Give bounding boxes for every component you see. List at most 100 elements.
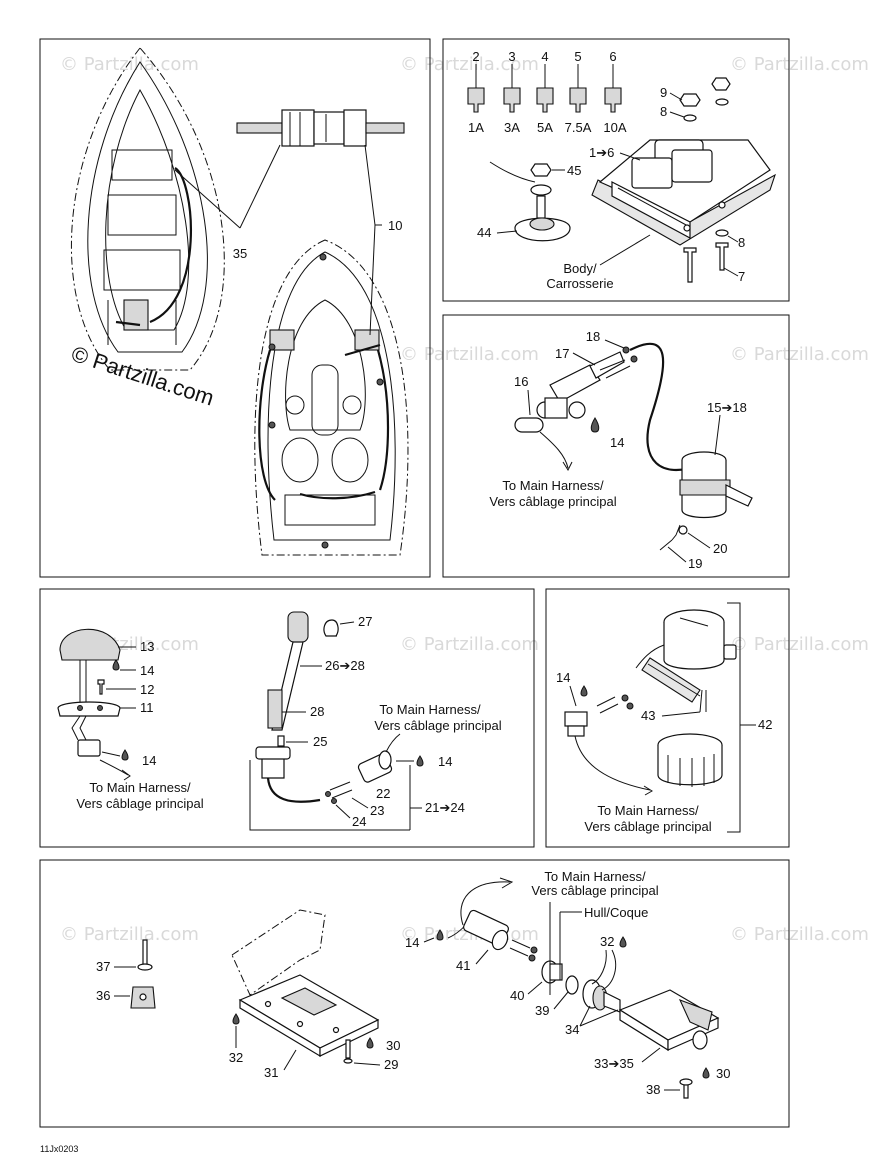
panel-bottom-frame [39, 859, 790, 1128]
callout-36: 36 [96, 988, 110, 1003]
callout-43: 43 [641, 708, 655, 723]
callout-14-c: 14 [438, 754, 452, 769]
harness-b-line2: Vers câblage principal [374, 718, 501, 733]
harness-label-line1: To Main Harness/ [544, 869, 646, 884]
callout-14: 14 [610, 435, 624, 450]
connector-16-17 [514, 342, 701, 472]
watermark-text: © Partzilla.com [730, 344, 869, 365]
hardware-right [679, 77, 731, 283]
fuse-row [467, 64, 622, 113]
callout-45: 45 [567, 163, 581, 178]
callout-31: 31 [264, 1065, 278, 1080]
callout-8b: 8 [738, 235, 745, 250]
pump-connector [564, 694, 653, 796]
callout-8: 8 [660, 104, 667, 119]
callout-14-a: 14 [140, 663, 154, 678]
panel-light: 13 14 12 11 14 To Main Harness/ Vers câb… [57, 611, 502, 831]
callout-26-28: 26➔28 [325, 658, 365, 673]
navigation-light [57, 628, 131, 781]
pole-light [249, 611, 422, 831]
callout-28: 28 [310, 704, 324, 719]
callout-22: 22 [376, 786, 390, 801]
callout-33-35: 33➔35 [594, 1056, 634, 1071]
callout-19: 19 [688, 556, 702, 571]
fuse-rating-7-5a: 7.5A [565, 120, 592, 135]
callout-20: 20 [713, 541, 727, 556]
fuse-rating-3a: 3A [504, 120, 520, 135]
watermark-text: © Partzilla.com [730, 54, 869, 75]
fuse-box [591, 139, 776, 246]
callout-17: 17 [555, 346, 569, 361]
harness-a-line2: Vers câblage principal [76, 796, 203, 811]
watermark-text: © Partzilla.com [400, 54, 539, 75]
callout-4: 4 [541, 49, 548, 64]
watermark-main: © Partzilla.com [68, 341, 217, 411]
panel-wiring-frame [39, 38, 431, 578]
bilge-pump [635, 609, 737, 787]
callout-40: 40 [510, 988, 524, 1003]
callout-35: 35 [233, 246, 247, 261]
harness-label-line2: Vers câblage principal [489, 494, 616, 509]
fuse-rating-10a: 10A [603, 120, 626, 135]
body-label-line1: Body/ [563, 261, 597, 276]
fuse-rating-1a: 1A [468, 120, 484, 135]
clip-assembly [130, 939, 156, 1009]
callout-9: 9 [660, 85, 667, 100]
callout-39: 39 [535, 1003, 549, 1018]
callout-37: 37 [96, 959, 110, 974]
panel-sensor-frame [442, 314, 790, 578]
harness-label-line2: Vers câblage principal [531, 883, 658, 898]
harness-a-line1: To Main Harness/ [89, 780, 191, 795]
callout-32-b: 32 [229, 1050, 243, 1065]
callout-29: 29 [384, 1057, 398, 1072]
watermark-text: © Partzilla.com [60, 54, 199, 75]
callout-12: 12 [140, 682, 154, 697]
watermark-text: © Partzilla.com [730, 634, 869, 655]
panel-fuses-frame [442, 38, 790, 302]
mounting-plate [231, 909, 380, 1058]
hull-fitting-assembly [447, 877, 720, 1052]
watermark-text: © Partzilla.com [730, 924, 869, 945]
callout-14-b: 14 [142, 753, 156, 768]
panel-sensor: 18 17 16 14 15➔18 20 19 To Main Harness/… [489, 329, 753, 571]
callout-41: 41 [456, 958, 470, 973]
watermark-text: © Partzilla.com [400, 634, 539, 655]
callout-38: 38 [646, 1082, 660, 1097]
hull-label: Hull/Coque [584, 905, 648, 920]
harness-label-line1: To Main Harness/ [597, 803, 699, 818]
boat-top-view [71, 47, 225, 371]
callout-2: 2 [472, 49, 479, 64]
callout-42: 42 [758, 717, 772, 732]
callout-16: 16 [514, 374, 528, 389]
ground-post [489, 161, 571, 242]
callout-18: 18 [586, 329, 600, 344]
panel-bottom: 37 36 32 31 30 29 [96, 869, 730, 1099]
panel-fuses: 2 3 4 5 6 1A 3A 5A 7.5A 10A [467, 49, 776, 291]
callout-44: 44 [477, 225, 491, 240]
harness-b-line1: To Main Harness/ [379, 702, 481, 717]
callout-3: 3 [508, 49, 515, 64]
callout-30-b: 30 [386, 1038, 400, 1053]
harness-label-line1: To Main Harness/ [502, 478, 604, 493]
callout-14-d: 14 [556, 670, 570, 685]
callout-15-18: 15➔18 [707, 400, 747, 415]
harness-connector [236, 109, 405, 147]
panel-light-frame [39, 588, 535, 848]
boat-deck-view [254, 239, 409, 556]
callout-5: 5 [574, 49, 581, 64]
callout-11: 11 [140, 700, 154, 715]
callout-25: 25 [313, 734, 327, 749]
callout-10: 10 [388, 218, 402, 233]
callout-6: 6 [609, 49, 616, 64]
callout-34: 34 [565, 1022, 579, 1037]
harness-label-line2: Vers câblage principal [584, 819, 711, 834]
callout-23: 23 [370, 803, 384, 818]
callout-30-a: 30 [716, 1066, 730, 1081]
body-label-line2: Carrosserie [546, 276, 613, 291]
figure-code: 11Jx0203 [40, 1144, 78, 1154]
fuse-rating-5a: 5A [537, 120, 553, 135]
watermark-text: © Partzilla.com [60, 924, 199, 945]
sensor-15-18 [659, 451, 753, 551]
callout-range-1-6: 1➔6 [589, 145, 614, 160]
